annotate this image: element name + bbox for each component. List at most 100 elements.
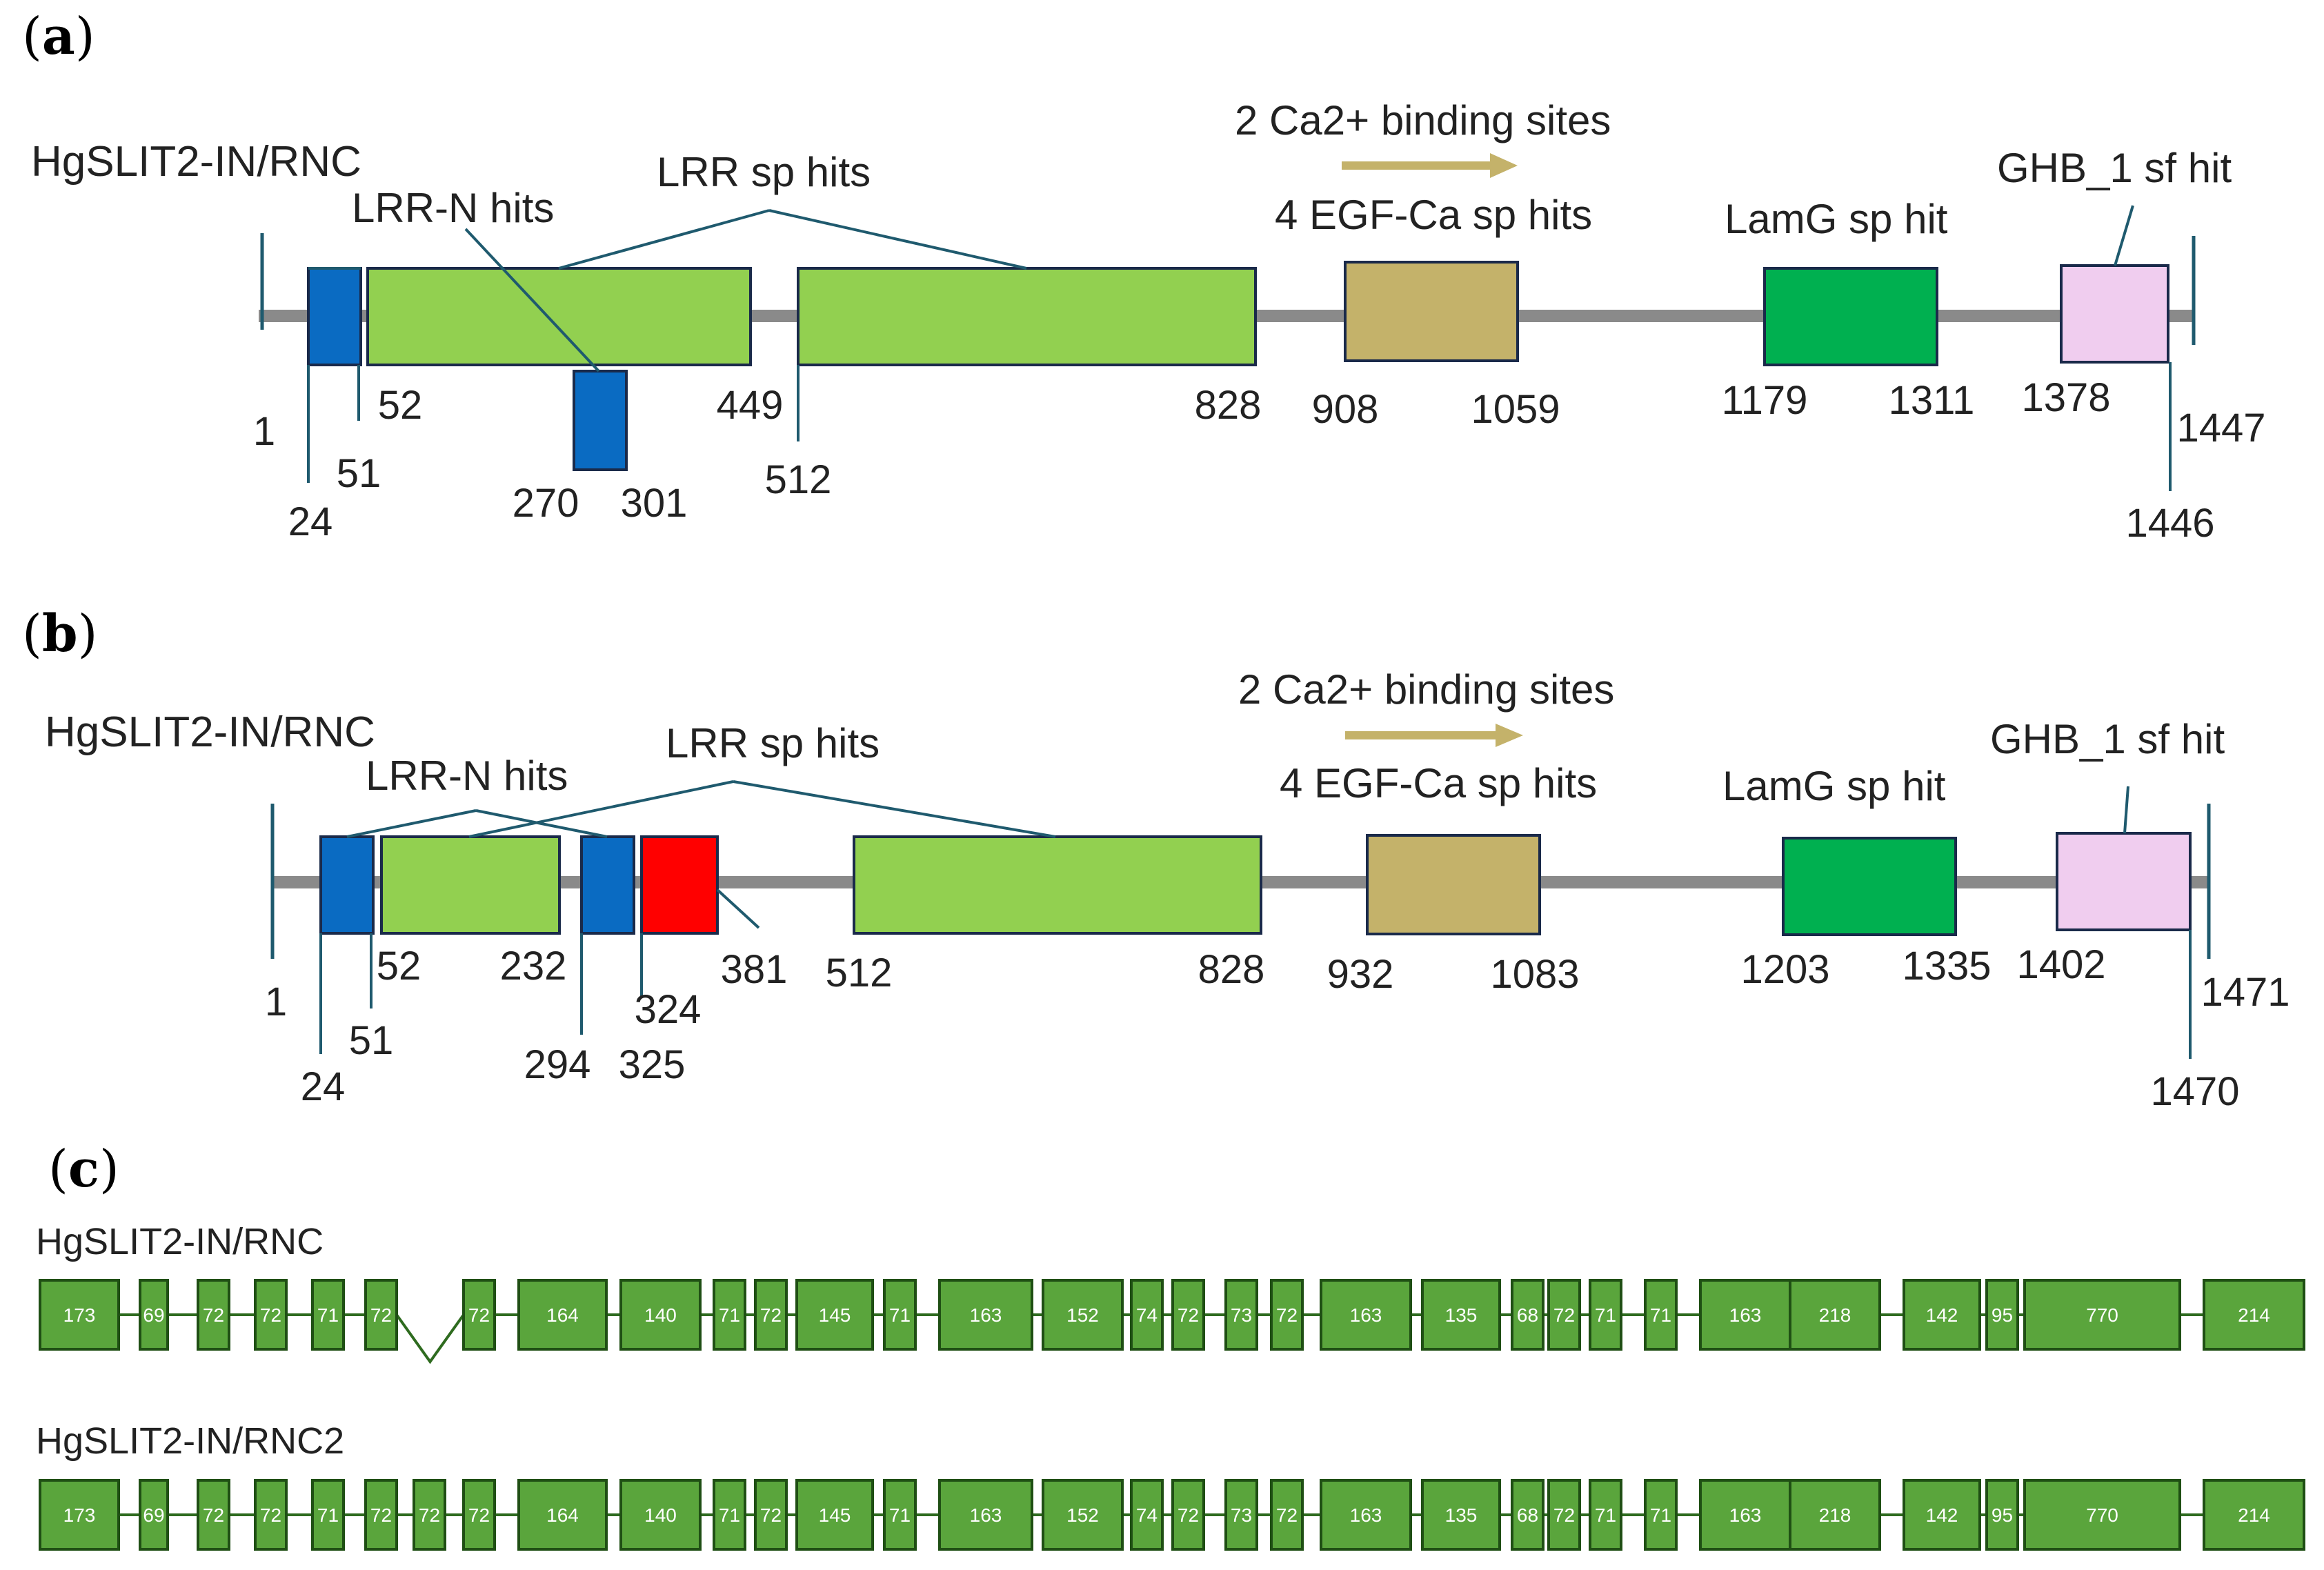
exon-length-label: 72 bbox=[260, 1304, 281, 1326]
exon-length-label: 95 bbox=[1992, 1504, 2013, 1526]
pos-294: 294 bbox=[524, 1042, 591, 1087]
exon-box bbox=[39, 1479, 120, 1551]
panel-a-letter: (a) bbox=[22, 7, 95, 66]
exon-box bbox=[883, 1279, 917, 1351]
ca-sites-label: 2 Ca2+ binding sites bbox=[1238, 666, 1614, 713]
exon-box bbox=[2203, 1279, 2305, 1351]
lrrn-domain-1 bbox=[319, 835, 375, 935]
pos-270: 270 bbox=[513, 481, 579, 526]
exon-box bbox=[754, 1479, 788, 1551]
exon-box bbox=[139, 1479, 169, 1551]
annotation-connectors bbox=[319, 780, 2192, 1059]
exon-length-label: 72 bbox=[760, 1304, 782, 1326]
exon-box bbox=[517, 1479, 608, 1551]
exon-box bbox=[1547, 1279, 1581, 1351]
exon-length-label: 163 bbox=[1729, 1304, 1762, 1326]
exon-length-label: 218 bbox=[1819, 1304, 1851, 1326]
exon-box bbox=[1421, 1479, 1501, 1551]
panel-c-letter: (c) bbox=[48, 1140, 119, 1199]
exon-box bbox=[713, 1279, 746, 1351]
lrrn-domain-2 bbox=[573, 370, 628, 471]
exon-length-label: 71 bbox=[317, 1504, 339, 1526]
exon-length-label: 69 bbox=[143, 1504, 164, 1526]
exon-length-label: 72 bbox=[468, 1504, 490, 1526]
pos-325: 325 bbox=[619, 1042, 686, 1087]
exon-box bbox=[713, 1479, 746, 1551]
lrr-hits-label: LRR sp hits bbox=[657, 149, 871, 195]
lrr-domain-2 bbox=[853, 835, 1262, 935]
exon-box bbox=[1171, 1479, 1205, 1551]
pos-301: 301 bbox=[621, 481, 688, 526]
exon-box bbox=[619, 1479, 702, 1551]
pos-932: 932 bbox=[1327, 952, 1394, 997]
exon-box bbox=[754, 1279, 788, 1351]
pos-52: 52 bbox=[378, 383, 423, 428]
panel-b-title: HgSLIT2-IN/RNC bbox=[45, 708, 375, 756]
ca-sites-label: 2 Ca2+ binding sites bbox=[1235, 97, 1611, 143]
exon-length-label: 152 bbox=[1066, 1504, 1099, 1526]
pos-232: 232 bbox=[500, 944, 567, 988]
exon-box bbox=[364, 1279, 398, 1351]
exon-box bbox=[1320, 1279, 1412, 1351]
lrr-domain-1 bbox=[380, 835, 561, 935]
pos-381: 381 bbox=[721, 947, 788, 992]
exon-box bbox=[1699, 1479, 1791, 1551]
exon-length-label: 163 bbox=[1729, 1504, 1762, 1526]
exon-box bbox=[1903, 1279, 1981, 1351]
exon-box bbox=[1224, 1479, 1258, 1551]
exon-box bbox=[1130, 1479, 1164, 1551]
exon-length-label: 145 bbox=[819, 1304, 851, 1326]
pos-1402: 1402 bbox=[2016, 942, 2105, 987]
egf-ca-domain bbox=[1344, 261, 1519, 362]
exon-length-label: 214 bbox=[2238, 1304, 2270, 1326]
exon-length-label: 72 bbox=[468, 1304, 490, 1326]
exon-length-label: 142 bbox=[1926, 1304, 1958, 1326]
skipped-exon-junction bbox=[395, 1313, 465, 1364]
exon-length-label: 73 bbox=[1231, 1304, 1252, 1326]
exon-box bbox=[139, 1279, 169, 1351]
exon-length-label: 173 bbox=[63, 1504, 96, 1526]
exon-length-label: 72 bbox=[760, 1504, 782, 1526]
exon-box bbox=[1589, 1279, 1622, 1351]
red-domain bbox=[640, 835, 719, 935]
exon-length-label: 135 bbox=[1445, 1504, 1478, 1526]
pos-512: 512 bbox=[826, 951, 893, 995]
pos-1471: 1471 bbox=[2201, 970, 2290, 1015]
exon-box bbox=[1042, 1479, 1124, 1551]
exon-box bbox=[311, 1279, 345, 1351]
exon-length-label: 770 bbox=[2086, 1304, 2118, 1326]
exon-box bbox=[1985, 1279, 2019, 1351]
lrrn-hits-label: LRR-N hits bbox=[366, 753, 568, 799]
pos-1378: 1378 bbox=[2021, 375, 2110, 420]
exon-box bbox=[1130, 1279, 1164, 1351]
egf-ca-domain bbox=[1366, 834, 1541, 935]
lamg-hit-label: LamG sp hit bbox=[1722, 763, 1946, 809]
exon-box bbox=[254, 1279, 288, 1351]
exon-box bbox=[2203, 1479, 2305, 1551]
exon-length-label: 163 bbox=[1350, 1504, 1382, 1526]
exon-length-label: 72 bbox=[1276, 1304, 1298, 1326]
ca-arrow-head bbox=[1496, 724, 1523, 747]
pos-449: 449 bbox=[717, 383, 784, 428]
exon-box bbox=[795, 1279, 874, 1351]
lrrn-domain-1 bbox=[307, 267, 362, 366]
exon-box bbox=[938, 1279, 1033, 1351]
exon-length-label: 152 bbox=[1066, 1304, 1099, 1326]
exon-length-label: 71 bbox=[889, 1504, 911, 1526]
exon-length-label: 71 bbox=[719, 1504, 740, 1526]
exon-box bbox=[619, 1279, 702, 1351]
egf-hits-label: 4 EGF-Ca sp hits bbox=[1280, 760, 1597, 806]
exon-length-label: 74 bbox=[1136, 1304, 1158, 1326]
lrrn-domain-2 bbox=[580, 835, 635, 935]
exon-box bbox=[197, 1279, 230, 1351]
pos-1447: 1447 bbox=[2176, 406, 2265, 450]
gene-1-name: HgSLIT2-IN/RNC bbox=[36, 1221, 324, 1262]
pos-1059: 1059 bbox=[1471, 387, 1560, 432]
pos-1: 1 bbox=[265, 980, 287, 1024]
pos-1335: 1335 bbox=[1902, 944, 1991, 988]
pos-24: 24 bbox=[301, 1064, 346, 1109]
exon-box bbox=[462, 1479, 496, 1551]
exon-length-label: 140 bbox=[644, 1504, 677, 1526]
